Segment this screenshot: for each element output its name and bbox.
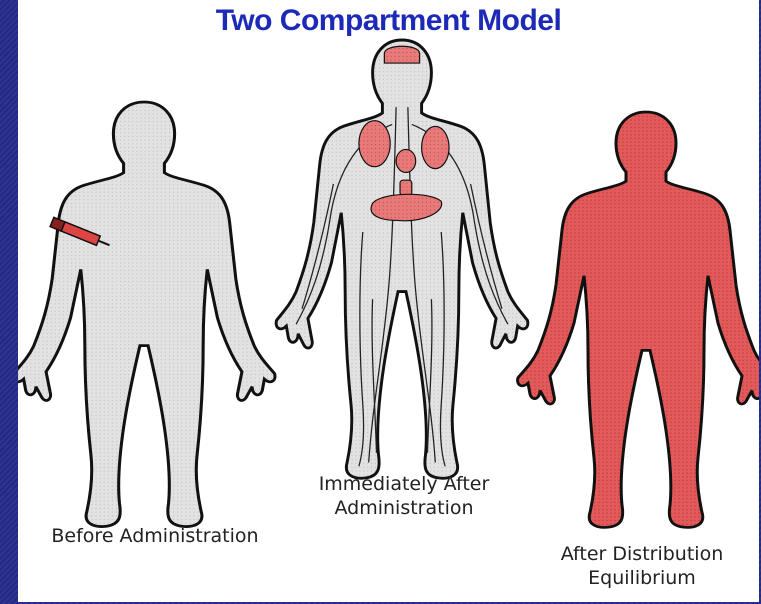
figure-before-administration xyxy=(18,102,275,527)
caption-immediately-after: Immediately After Administration xyxy=(294,472,514,520)
figure-immediately-after xyxy=(276,40,528,478)
caption-after-line1: After Distribution xyxy=(542,542,742,566)
caption-after-line2: Equilibrium xyxy=(542,566,742,590)
caption-before-text: Before Administration xyxy=(51,525,258,547)
caption-after-distribution: After Distribution Equilibrium xyxy=(542,542,742,590)
caption-immediately-line1: Immediately After xyxy=(294,472,514,496)
figure-after-distribution xyxy=(518,112,759,527)
caption-immediately-line2: Administration xyxy=(294,496,514,520)
caption-before-administration: Before Administration xyxy=(30,524,280,548)
diagram-panel: Two Compartment Model xyxy=(18,0,759,602)
